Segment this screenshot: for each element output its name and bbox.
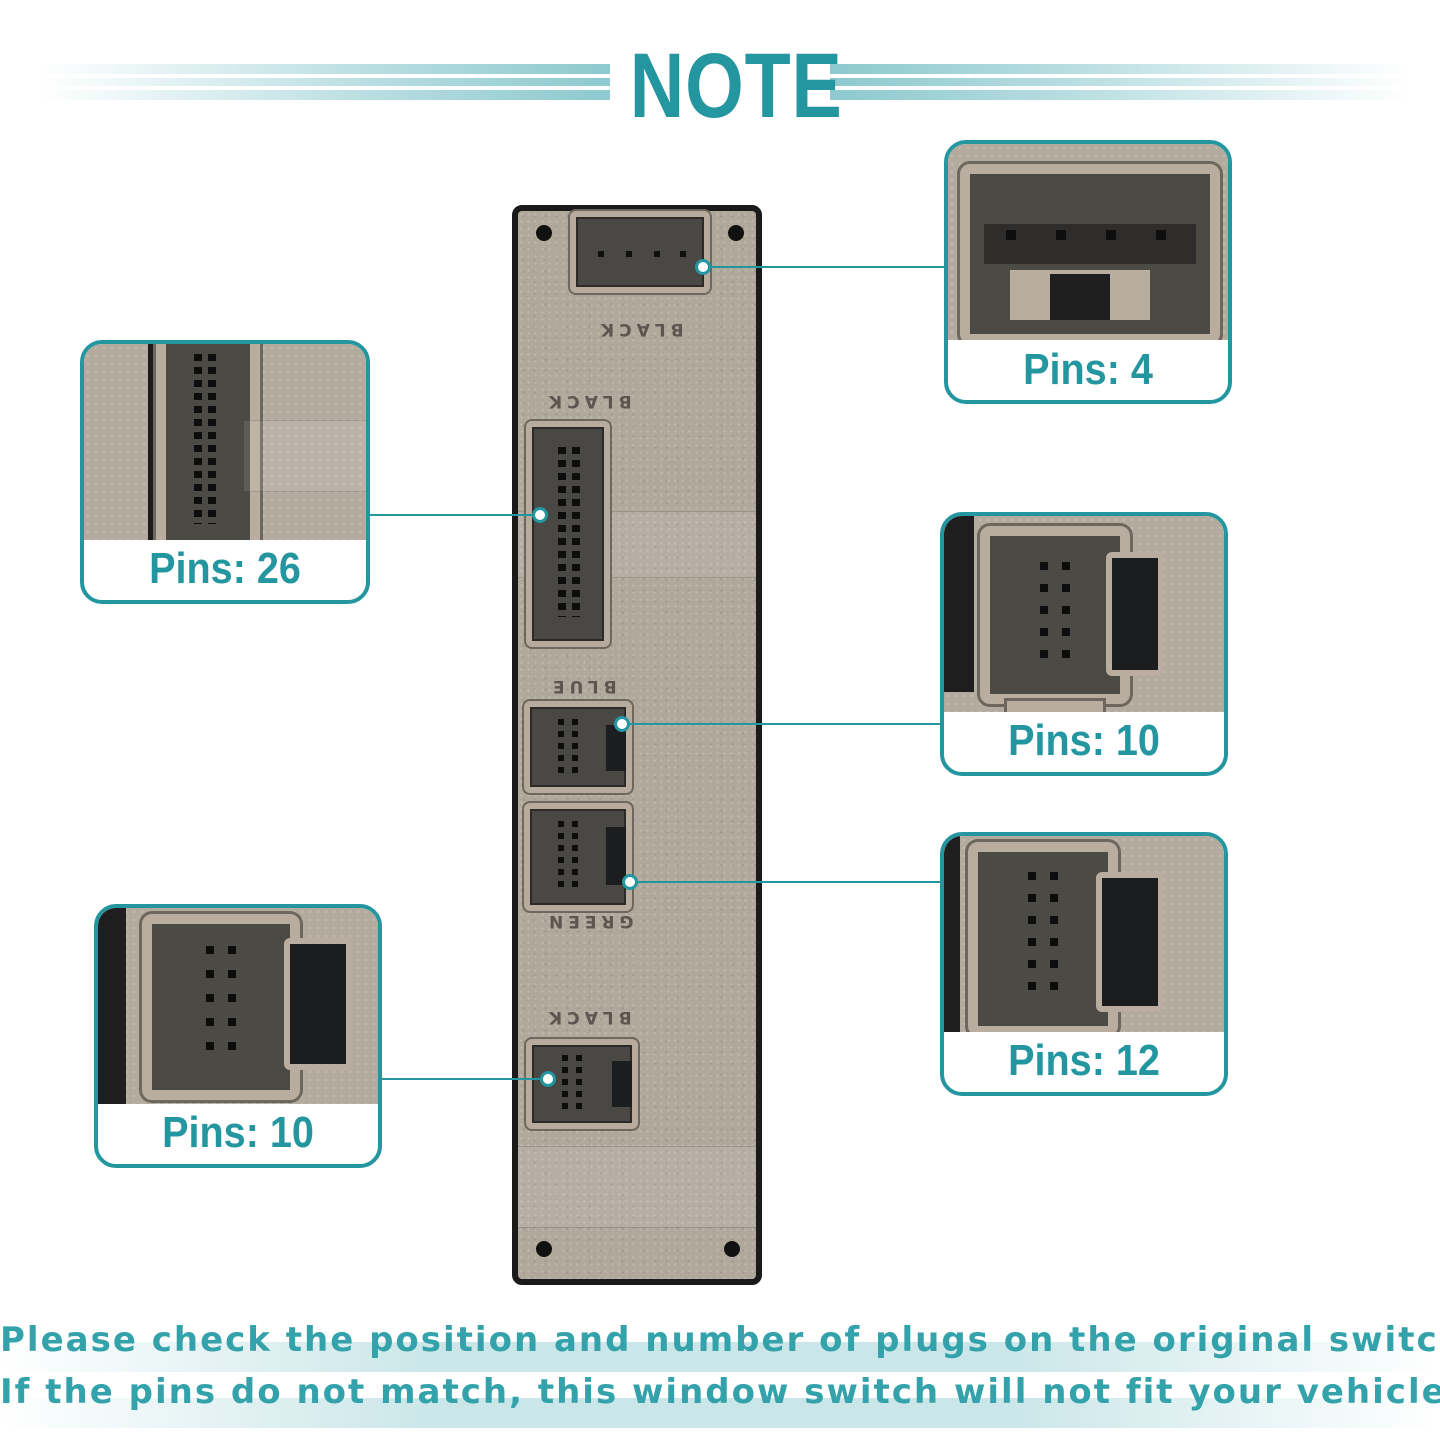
footer-note-line-2: If the pins do not match, this window sw… [0,1372,1440,1412]
mount-hole [536,225,552,241]
connector-closeup-image [98,908,378,1104]
connector-26-pin [526,421,610,647]
leader-dot [695,259,711,275]
pin-count-label: Pins: 26 [149,544,301,593]
footer-band [0,1342,1440,1372]
leader-dot [622,874,638,890]
leader-line-12-pin [630,881,940,883]
color-label: GREEN [544,911,634,931]
window-switch-image: BLACK BLACK BLUE GREEN BLACK [512,205,762,1285]
note-title: NOTE [629,35,843,137]
leader-line-10-pin-right [622,723,940,725]
color-label: BLACK [596,319,684,339]
connector-4-pin [570,211,710,293]
color-label: BLACK [544,391,632,411]
connector-closeup-image [944,836,1224,1032]
connector-closeup-image [944,516,1224,712]
mount-hole [724,1241,740,1257]
mold-band [518,1146,756,1228]
pin-count-label: Pins: 4 [1023,345,1153,394]
callout-pins-26: Pins: 26 [80,340,370,604]
leader-line-10-pin-left [380,1078,548,1080]
color-label: BLUE [548,676,617,696]
color-label: BLACK [544,1007,632,1027]
callout-pins-10-left: Pins: 10 [94,904,382,1168]
leader-dot [540,1071,556,1087]
footer-note-line-1: Please check the position and number of … [0,1320,1440,1360]
callout-pins-4: Pins: 4 [944,140,1232,404]
header-divider-right [830,64,1410,100]
callout-pins-12: Pins: 12 [940,832,1228,1096]
connector-12-pin-green [524,803,632,911]
leader-line-4-pin [705,266,945,268]
leader-dot [532,507,548,523]
pin-count-label: Pins: 10 [162,1108,314,1157]
connector-closeup-image [948,144,1228,340]
callout-pins-10-right: Pins: 10 [940,512,1228,776]
header-divider-left [40,64,610,100]
footer-band [0,1398,1440,1428]
leader-dot [614,716,630,732]
mount-hole [728,225,744,241]
connector-10-pin-blue [524,701,632,793]
connector-closeup-image [84,344,366,540]
pin-count-label: Pins: 12 [1008,1036,1160,1085]
pin-count-label: Pins: 10 [1008,716,1160,765]
leader-line-26-pin [368,514,540,516]
mount-hole [536,1241,552,1257]
